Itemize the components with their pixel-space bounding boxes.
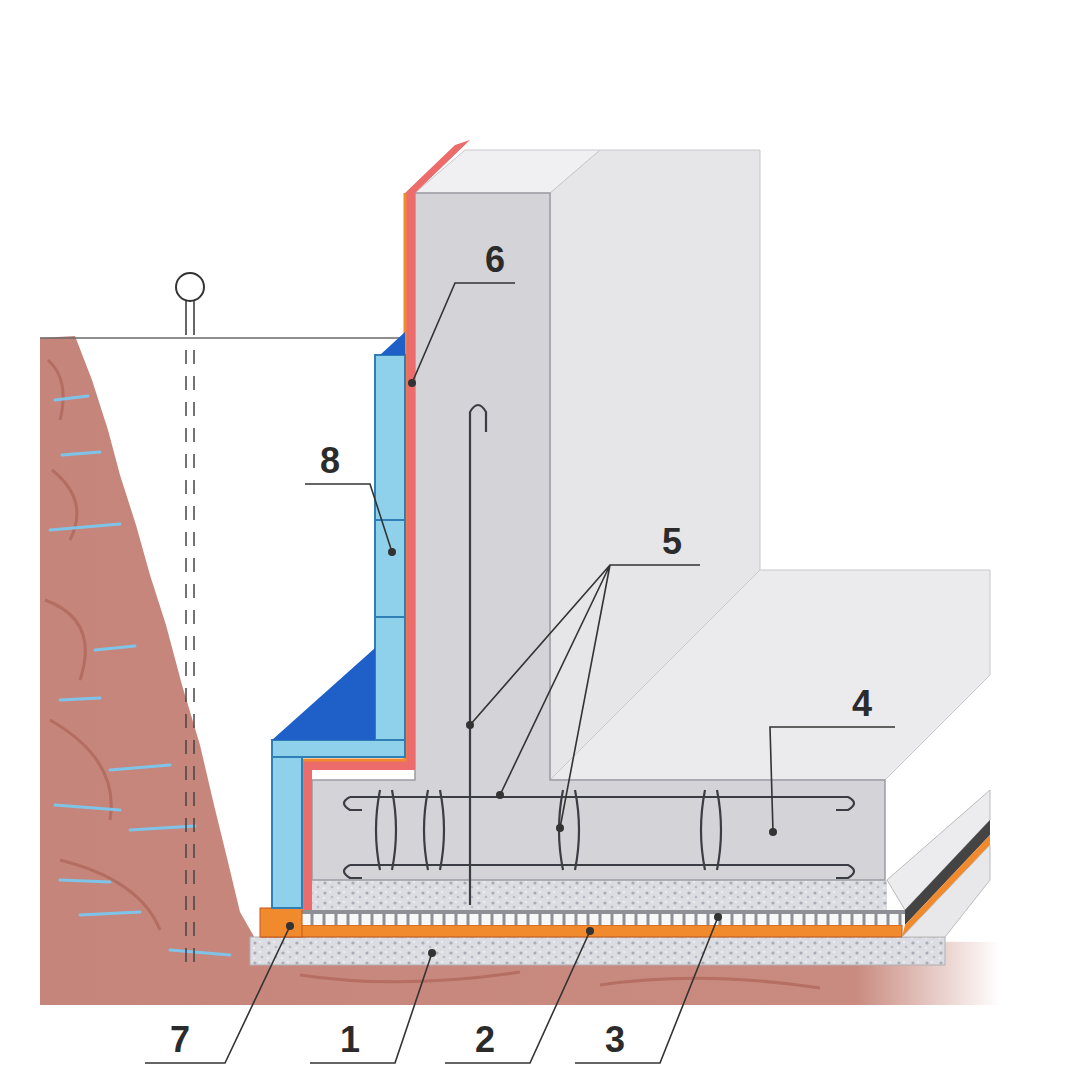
callout-number: 3 — [605, 1022, 625, 1058]
leader-lines — [145, 283, 895, 1063]
insulation-bevel — [380, 332, 405, 355]
level-stem — [193, 301, 195, 335]
insulation-bevel — [272, 648, 375, 740]
callout-number: 7 — [170, 1022, 190, 1058]
layer-edges — [902, 845, 990, 937]
callout-number: 1 — [340, 1022, 360, 1058]
callout-number: 4 — [852, 686, 872, 722]
callout-number: 2 — [475, 1022, 495, 1058]
wall-top — [415, 150, 600, 193]
membrane-layer — [262, 925, 902, 937]
insulation-boards — [272, 355, 405, 908]
callout-number: 5 — [662, 524, 682, 560]
level-stem — [185, 301, 187, 335]
concrete-wall-slab — [312, 193, 885, 880]
groundwater-line — [193, 350, 195, 965]
wall-membrane — [302, 140, 470, 910]
gravel-layer — [250, 937, 945, 965]
protection-layer — [300, 910, 905, 925]
ground-level-line — [40, 337, 405, 339]
leader-dots — [286, 379, 777, 957]
rebar — [344, 405, 854, 905]
membrane-corner — [260, 908, 302, 937]
water-streaks — [50, 396, 230, 955]
layer-edges — [902, 835, 990, 937]
concrete-preparation — [312, 880, 887, 910]
level-marker — [176, 273, 204, 301]
callout-number: 8 — [320, 443, 340, 479]
groundwater-line — [185, 350, 187, 965]
callout-number: 6 — [485, 242, 505, 278]
wall-membrane-outer — [302, 193, 405, 910]
